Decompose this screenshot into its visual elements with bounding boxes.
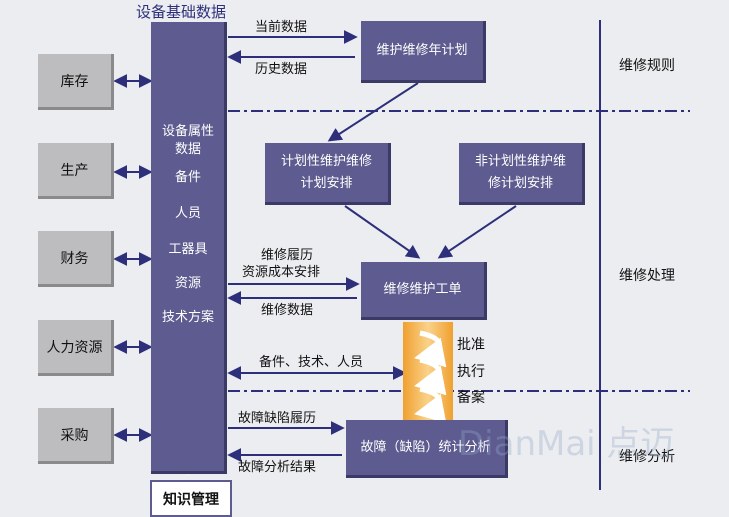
module-hr-label: 人力资源 xyxy=(46,339,103,356)
process-curve-2 xyxy=(414,357,447,396)
planned-schedule-box: 计划性维护维修 计划安排 xyxy=(265,143,391,205)
main-item-list: 设备属性 数据 备件 人员 工器具 资源 技术方案 xyxy=(152,123,224,327)
main-item: 设备属性 xyxy=(161,124,214,139)
main-item: 人员 xyxy=(174,206,201,221)
label-fault-history: 故障缺陷履历 xyxy=(238,411,317,426)
label-maint-history: 维修履历 xyxy=(261,248,314,263)
label-resource-cost: 资源成本安排 xyxy=(242,265,321,280)
module-finance-label: 财务 xyxy=(60,250,89,267)
main-item: 技术方案 xyxy=(161,310,214,325)
module-finance: 财务 xyxy=(38,231,114,287)
work-order-box: 维修维护工单 xyxy=(361,262,487,320)
label-fault-result: 故障分析结果 xyxy=(238,460,317,475)
planned-schedule-line1: 计划性维护维修 xyxy=(280,153,372,169)
label-current-data: 当前数据 xyxy=(255,20,308,35)
label-maint-data: 维修数据 xyxy=(261,303,314,318)
equipment-base-data-box xyxy=(151,22,227,474)
section-analysis: 维修分析 xyxy=(619,449,675,465)
main-item: 资源 xyxy=(174,276,201,291)
arrow-unplanned-to-order xyxy=(437,205,517,259)
step-archive: 备案 xyxy=(457,390,485,406)
module-purchase-label: 采购 xyxy=(60,427,89,444)
module-hr: 人力资源 xyxy=(38,320,114,376)
arrow-plan-to-schedule xyxy=(327,82,419,142)
process-curve-1 xyxy=(414,330,447,368)
step-execute: 执行 xyxy=(457,364,485,380)
module-purchase: 采购 xyxy=(38,408,114,464)
work-order-label: 维修维护工单 xyxy=(383,281,462,297)
label-parts-tech-staff: 备件、技术、人员 xyxy=(259,355,364,370)
module-production: 生产 xyxy=(38,143,114,199)
main-item: 数据 xyxy=(174,142,201,157)
diagram-title: 设备基础数据 xyxy=(136,3,227,21)
knowledge-management-box: 知识管理 xyxy=(150,480,232,517)
section-processing: 维修处理 xyxy=(619,268,675,284)
planned-schedule-line2: 计划安排 xyxy=(300,175,353,191)
arrow-planned-to-order xyxy=(344,205,421,259)
module-inventory-label: 库存 xyxy=(60,73,89,90)
annual-plan-box: 维护维修年计划 xyxy=(361,21,486,83)
module-inventory: 库存 xyxy=(38,54,114,110)
process-curve-3 xyxy=(414,386,447,424)
unplanned-schedule-line2: 修计划安排 xyxy=(487,175,553,191)
step-approve: 批准 xyxy=(457,337,485,353)
watermark: DianMai 点迈 xyxy=(458,424,675,464)
fault-stats-label: 故障（缺陷）统计分析 xyxy=(360,439,491,455)
main-item: 备件 xyxy=(174,170,201,185)
unplanned-schedule-box: 非计划性维护维 修计划安排 xyxy=(459,143,585,205)
unplanned-schedule-line1: 非计划性维护维 xyxy=(474,153,566,169)
section-rules: 维修规则 xyxy=(619,58,675,74)
main-item: 工器具 xyxy=(168,242,208,257)
fault-stats-box: 故障（缺陷）统计分析 xyxy=(346,420,508,478)
annual-plan-label: 维护维修年计划 xyxy=(376,42,468,58)
knowledge-management-label: 知识管理 xyxy=(163,491,219,508)
label-history-data: 历史数据 xyxy=(255,62,308,77)
module-production-label: 生产 xyxy=(60,162,89,179)
